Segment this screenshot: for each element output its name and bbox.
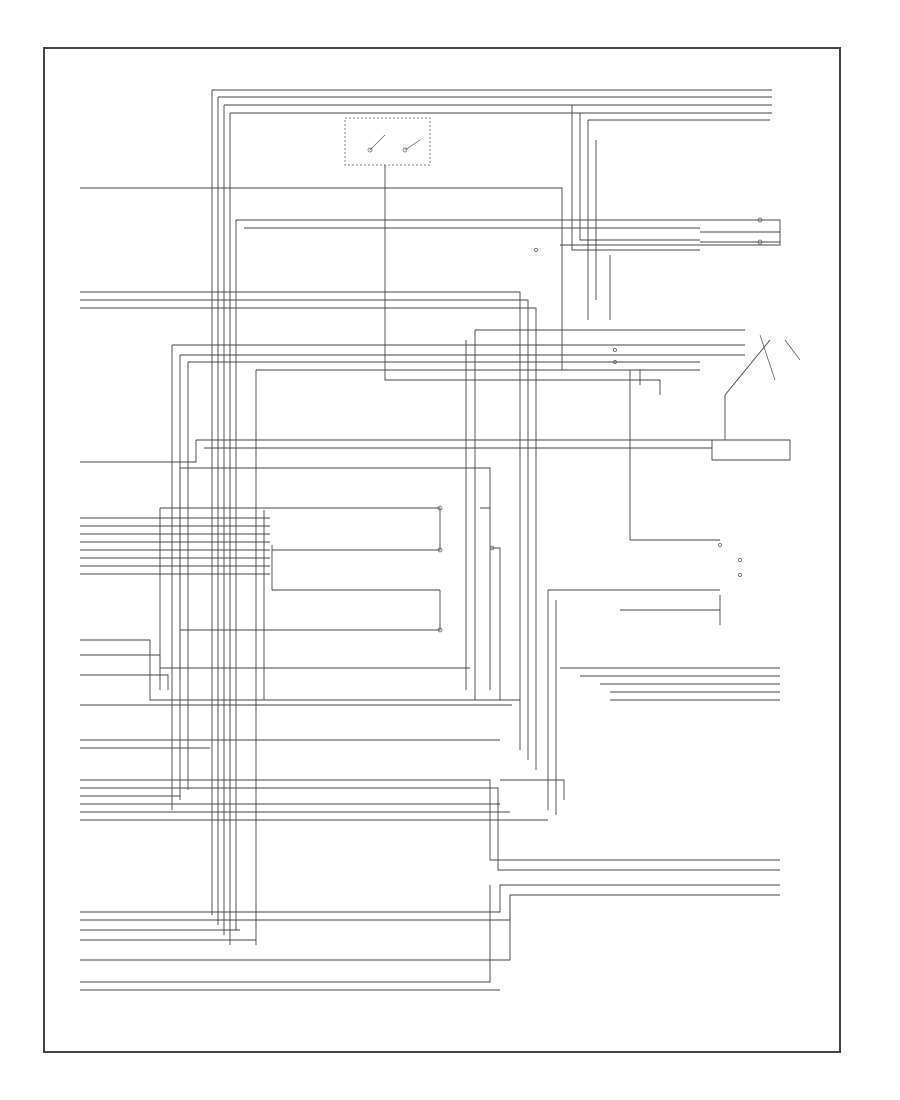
right-lower-harness <box>547 589 780 815</box>
top-harness <box>211 89 772 945</box>
bottom-harness <box>80 779 780 991</box>
right-components <box>80 217 801 541</box>
diagram-frame <box>43 47 841 1053</box>
terminal-dots <box>534 248 742 577</box>
module-rows <box>80 467 520 749</box>
left-feeds <box>80 187 781 945</box>
ignition-switch-block <box>344 117 660 381</box>
